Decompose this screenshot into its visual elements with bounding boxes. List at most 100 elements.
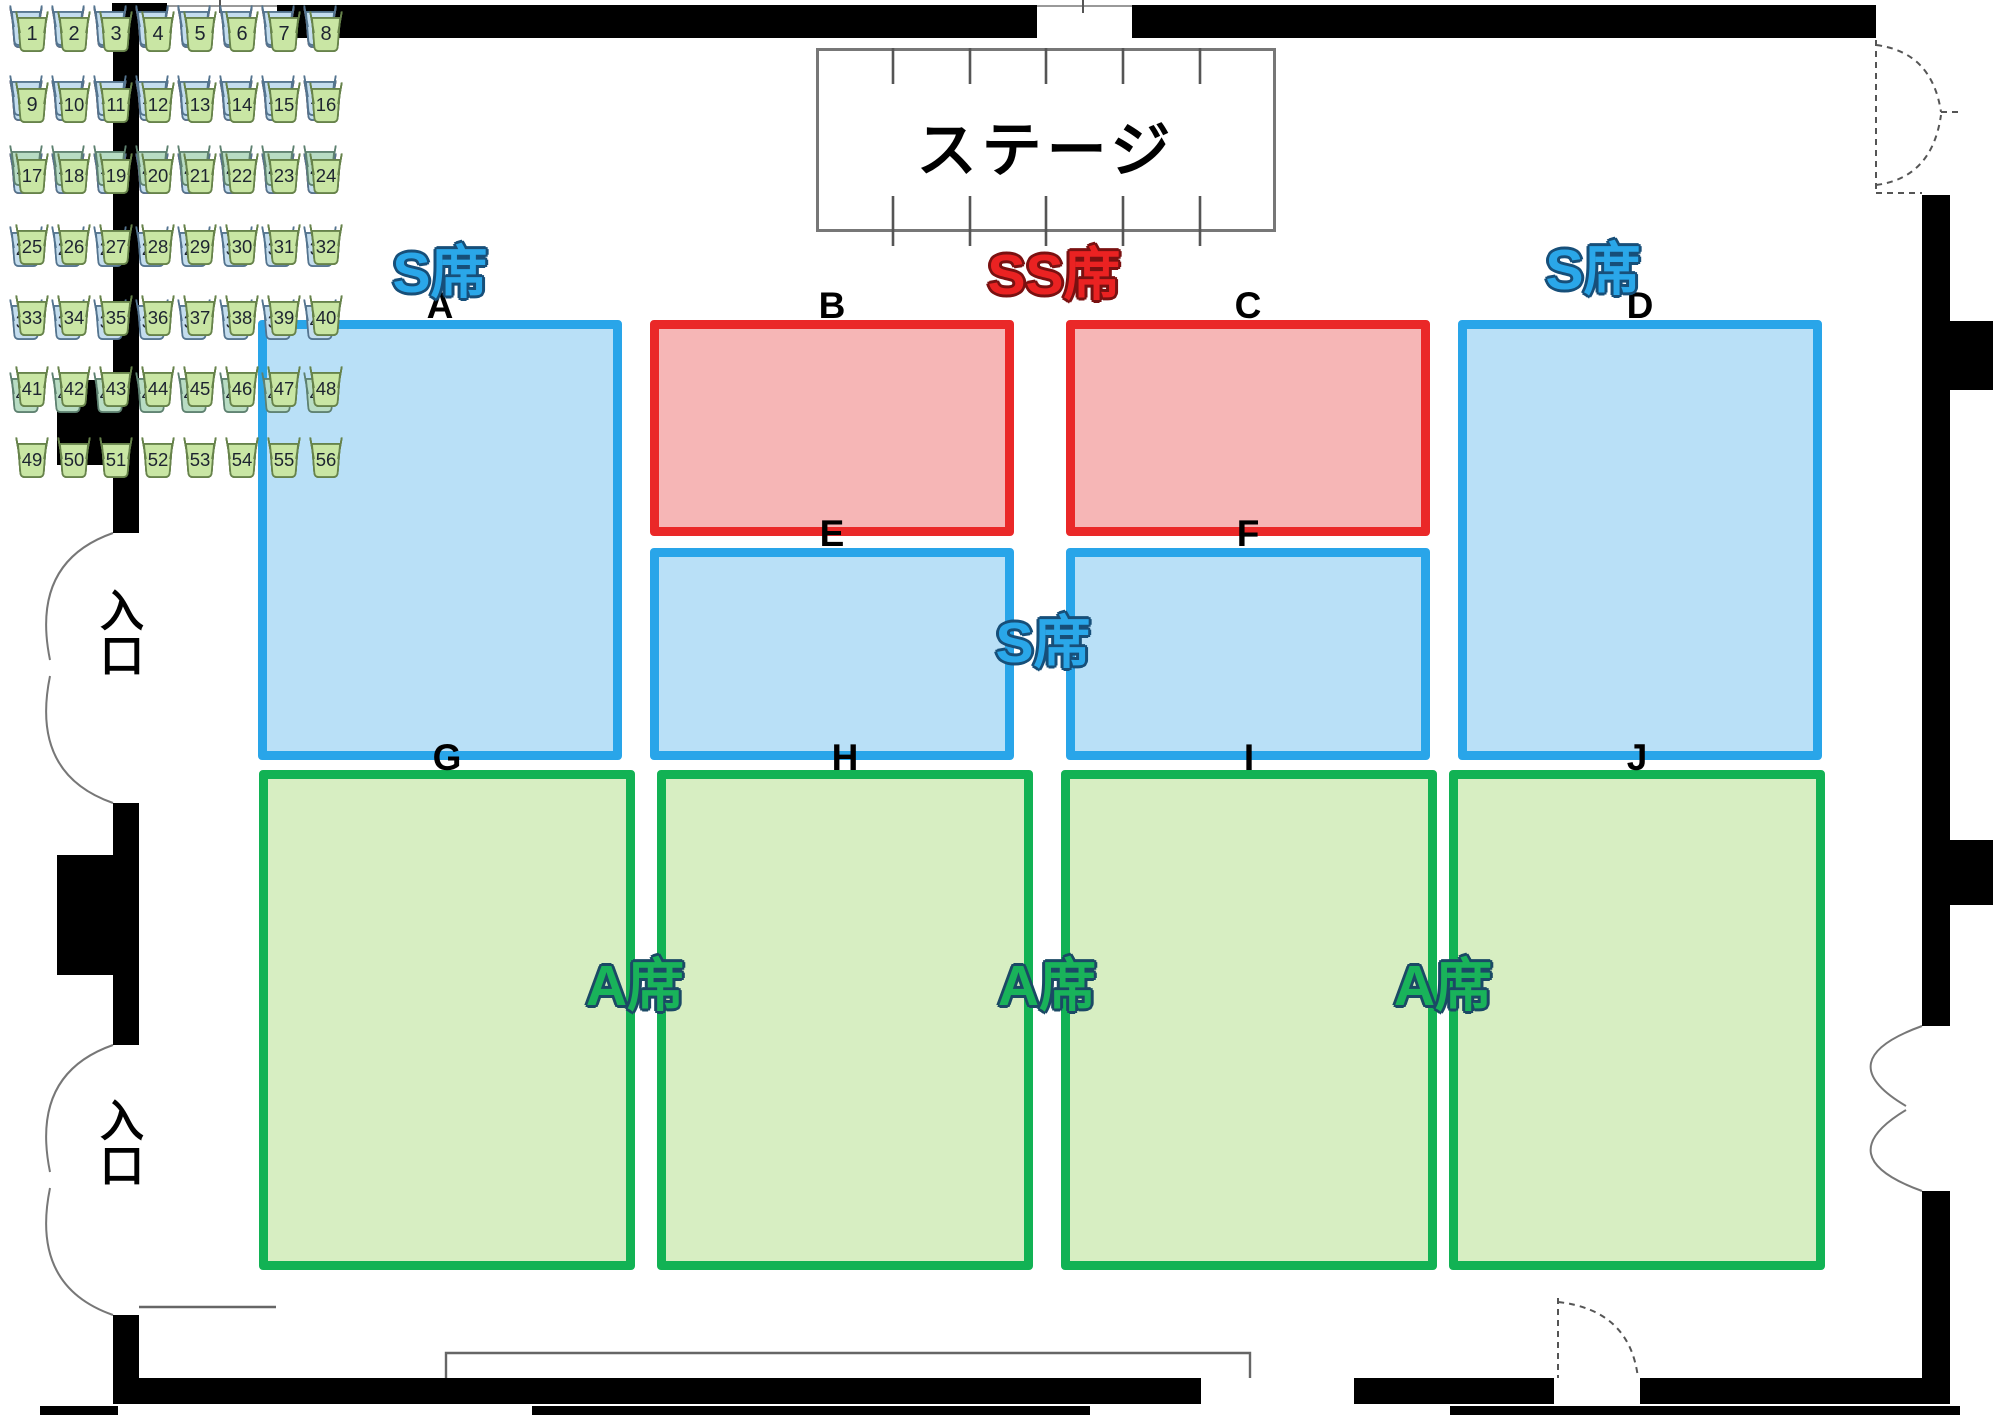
seat-J-19[interactable]: 19 (98, 153, 134, 195)
wall-segment (40, 1406, 118, 1415)
seat-J-27[interactable]: 27 (98, 224, 134, 266)
seat-J-53[interactable]: 53 (182, 437, 218, 479)
stage-label: ステージ (916, 116, 1176, 184)
wall-segment (1922, 195, 1950, 1026)
block-letter-F: F (1236, 513, 1260, 554)
wall-segment (113, 1378, 1201, 1404)
seat-J-4[interactable]: 4 (140, 11, 176, 53)
seat-number: 33 (22, 307, 43, 328)
block-letter-A: A (426, 285, 454, 326)
seat-J-50[interactable]: 50 (56, 437, 92, 479)
seat-J-39[interactable]: 39 (266, 295, 302, 337)
seat-number: 53 (190, 449, 211, 470)
seat-number: 47 (274, 378, 295, 399)
seat-J-28[interactable]: 28 (140, 224, 176, 266)
seat-J-22[interactable]: 22 (224, 153, 260, 195)
seat-J-24[interactable]: 24 (308, 153, 344, 195)
seat-J-37[interactable]: 37 (182, 295, 218, 337)
seat-J-14[interactable]: 14 (224, 82, 260, 124)
section-label-s-center: S席 (995, 611, 1091, 675)
seat-J-38[interactable]: 38 (224, 295, 260, 337)
seat-number: 22 (232, 165, 253, 186)
seat-number: 28 (148, 236, 169, 257)
seat-J-51[interactable]: 51 (98, 437, 134, 479)
seat-J-11[interactable]: 11 (98, 82, 134, 124)
seat-J-17[interactable]: 17 (14, 153, 50, 195)
seat-number: 45 (190, 378, 211, 399)
seat-J-9[interactable]: 9 (14, 82, 50, 124)
seat-number: 18 (64, 165, 85, 186)
block-letter-G: G (432, 737, 462, 778)
seat-J-36[interactable]: 36 (140, 295, 176, 337)
seat-J-44[interactable]: 44 (140, 366, 176, 408)
seat-J-52[interactable]: 52 (140, 437, 176, 479)
seat-J-3[interactable]: 3 (98, 11, 134, 53)
seat-number: 34 (64, 307, 85, 328)
section-label-ss: SS席 (987, 243, 1121, 307)
seat-J-7[interactable]: 7 (266, 11, 302, 53)
seat-J-1[interactable]: 1 (14, 11, 50, 53)
seat-J-34[interactable]: 34 (56, 295, 92, 337)
seat-J-40[interactable]: 40 (308, 295, 344, 337)
seat-number: 43 (106, 378, 127, 399)
seat-J-48[interactable]: 48 (308, 366, 344, 408)
seat-J-23[interactable]: 23 (266, 153, 302, 195)
block-letter-J: J (1626, 737, 1648, 778)
seat-number: 20 (148, 165, 169, 186)
seat-number: 25 (22, 236, 43, 257)
seat-number: 16 (316, 94, 337, 115)
seat-J-2[interactable]: 2 (56, 11, 92, 53)
seat-J-55[interactable]: 55 (266, 437, 302, 479)
seat-J-49[interactable]: 49 (14, 437, 50, 479)
seat-J-13[interactable]: 13 (182, 82, 218, 124)
seat-number: 12 (148, 94, 169, 115)
seat-number: 56 (316, 449, 337, 470)
seat-J-26[interactable]: 26 (56, 224, 92, 266)
right-door-arcs (1869, 1025, 1923, 1192)
seat-J-32[interactable]: 32 (308, 224, 344, 266)
seat-J-10[interactable]: 10 (56, 82, 92, 124)
block-letter-D: D (1626, 285, 1654, 326)
seat-number: 35 (106, 307, 127, 328)
bottom-fixtures (139, 1305, 1252, 1378)
block-letter-I: I (1243, 737, 1255, 778)
seat-J-31[interactable]: 31 (266, 224, 302, 266)
seat-J-15[interactable]: 15 (266, 82, 302, 124)
seat-number: 27 (106, 236, 127, 257)
seat-number: 21 (190, 165, 211, 186)
block-letter-H: H (831, 737, 859, 778)
seat-number: 46 (232, 378, 253, 399)
seat-J-46[interactable]: 46 (224, 366, 260, 408)
seat-J-42[interactable]: 42 (56, 366, 92, 408)
seat-number: 9 (26, 94, 37, 116)
seat-J-25[interactable]: 25 (14, 224, 50, 266)
seat-J-41[interactable]: 41 (14, 366, 50, 408)
seat-J-30[interactable]: 30 (224, 224, 260, 266)
seat-J-56[interactable]: 56 (308, 437, 344, 479)
seat-number: 37 (190, 307, 211, 328)
seat-J-18[interactable]: 18 (56, 153, 92, 195)
seat-J-16[interactable]: 16 (308, 82, 344, 124)
seat-block-E (650, 548, 1014, 760)
seat-number: 38 (232, 307, 253, 328)
seat-J-45[interactable]: 45 (182, 366, 218, 408)
seat-J-47[interactable]: 47 (266, 366, 302, 408)
seat-J-6[interactable]: 6 (224, 11, 260, 53)
seat-J-33[interactable]: 33 (14, 295, 50, 337)
seat-number: 39 (274, 307, 295, 328)
seat-J-54[interactable]: 54 (224, 437, 260, 479)
wall-segment (1450, 1406, 1960, 1415)
seat-J-35[interactable]: 35 (98, 295, 134, 337)
entrance-label-2: 入 口 (100, 1097, 144, 1191)
seat-number: 36 (148, 307, 169, 328)
seat-J-5[interactable]: 5 (182, 11, 218, 53)
seat-J-8[interactable]: 8 (308, 11, 344, 53)
wall-segment (113, 803, 139, 1045)
seat-J-43[interactable]: 43 (98, 366, 134, 408)
seat-J-20[interactable]: 20 (140, 153, 176, 195)
seat-J-12[interactable]: 12 (140, 82, 176, 124)
seat-J-29[interactable]: 29 (182, 224, 218, 266)
seat-J-21[interactable]: 21 (182, 153, 218, 195)
seat-number: 29 (190, 236, 211, 257)
